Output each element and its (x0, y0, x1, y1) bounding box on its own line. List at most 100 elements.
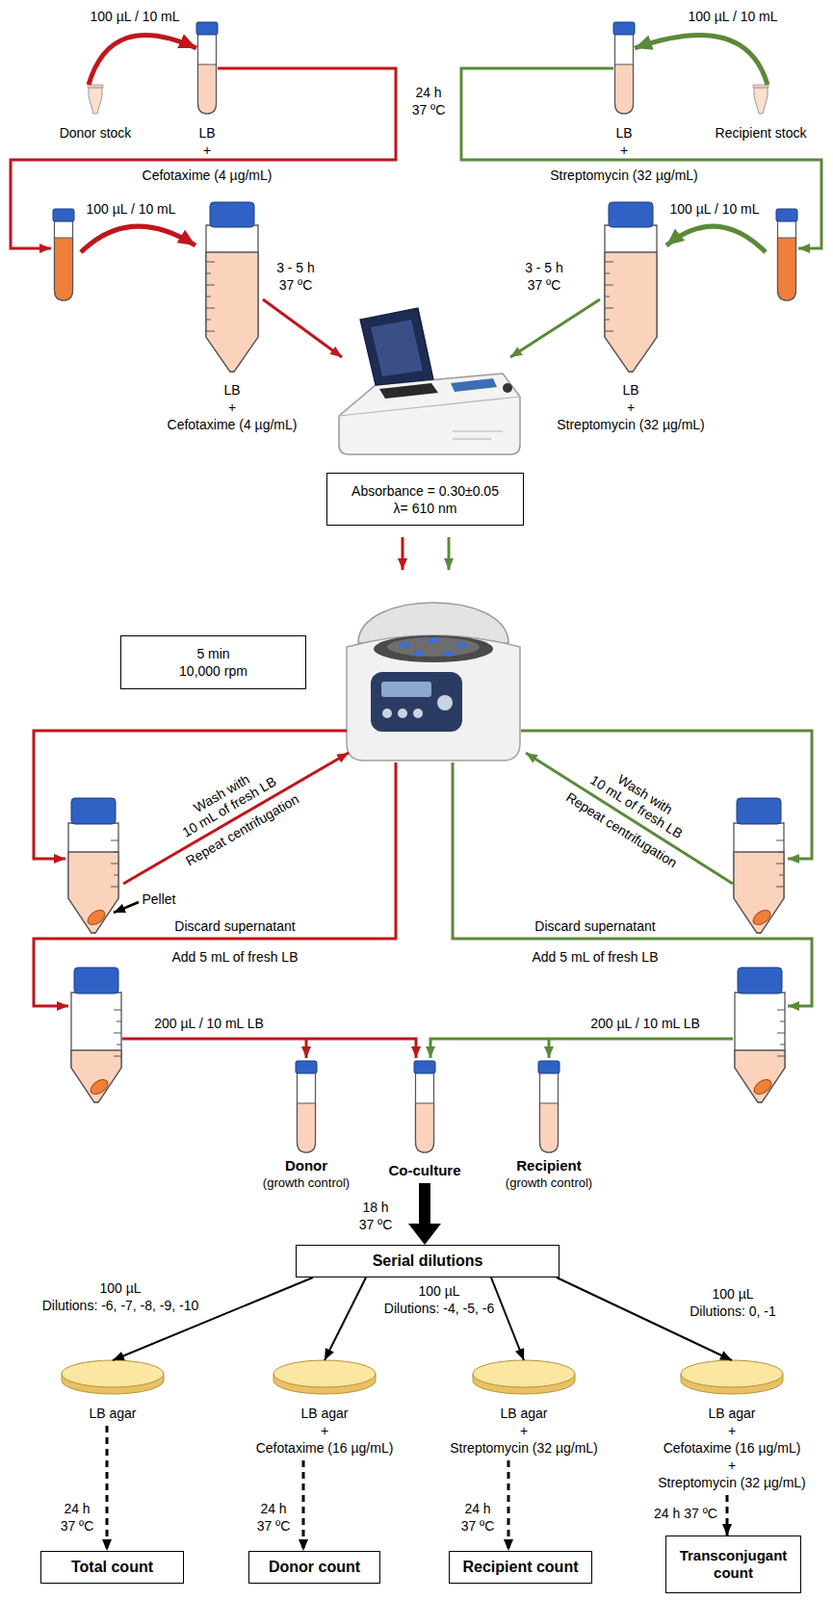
green-flow-line (430, 68, 822, 1059)
stock-tube: Donor stock (59, 84, 132, 142)
culture-tube (414, 1061, 436, 1153)
result-box: Recipient count (448, 1551, 593, 1585)
node-text: + (626, 398, 635, 417)
node-text: Co-culture (389, 1162, 462, 1180)
node-text: (growth control) (262, 1174, 350, 1193)
spectrophotometer (502, 383, 513, 393)
green-flow-line (525, 753, 733, 885)
centrifuge (427, 637, 440, 644)
annotation: Pellet (141, 890, 176, 909)
wash-tube (68, 798, 119, 934)
connector (105, 1426, 109, 1552)
spectrophotometer (452, 431, 503, 440)
annotation: 200 µL / 10 mL LB (154, 1015, 264, 1033)
red-flow-line (122, 1039, 417, 1059)
red-flow-line (262, 299, 342, 358)
node-text: Streptomycin (32 µg/mL) (657, 1474, 807, 1492)
annotation: Dilutions: 0, -1 (689, 1302, 776, 1321)
agar-plate (680, 1360, 783, 1395)
falcon-tube: LB+Cefotaxime (4 µg/mL) (167, 202, 298, 434)
centrifuge (370, 672, 463, 732)
agar-plate: LB agar+Cefotaxime (16 µg/mL) (256, 1360, 394, 1458)
annotation: + (620, 141, 628, 159)
node-text: LB agar (88, 1405, 136, 1423)
agar-plate (61, 1360, 164, 1395)
annotation: 3 - 5 h 37 ºC (272, 259, 319, 294)
falcon-tube (604, 202, 657, 372)
red-flow-line (33, 730, 347, 860)
spectrophotometer (360, 308, 434, 386)
spectrophotometer (379, 383, 439, 399)
annotation: Discard supernatant (534, 917, 655, 936)
node-text: LB (198, 124, 215, 142)
annotation: 100 µL / 10 mL (687, 7, 778, 26)
annotation: 100 µL / 10 mL (85, 200, 176, 218)
falcon-tube: LB+Streptomycin (32 µg/mL) (556, 202, 705, 434)
resuspended-tube (734, 967, 785, 1103)
annotation: 3 - 5 h 37 ºC (520, 259, 568, 294)
node-text: + (228, 398, 236, 417)
annotation: 24 h 37 ºC (653, 1505, 718, 1523)
connector (507, 1460, 511, 1552)
annotation: 100 µL (417, 1282, 460, 1301)
annotation: 100 µL (99, 1279, 141, 1298)
culture-tube: Recipient(growth control) (505, 1061, 593, 1193)
annotation: 100 µL / 10 mL (669, 200, 759, 218)
green-flow-line (430, 1039, 733, 1059)
node-text: LB agar (300, 1405, 348, 1423)
node-text: Total count (71, 1559, 154, 1577)
result-box: Total count (40, 1551, 184, 1585)
agar-plate: LB agar+Cefotaxime (16 µg/mL)+Streptomyc… (657, 1360, 807, 1492)
centrifuge (398, 642, 411, 649)
spectrophotometer (370, 319, 423, 377)
centrifuge (346, 635, 521, 761)
overnight-tube (776, 208, 798, 301)
node-text: LB agar (499, 1405, 547, 1423)
culture-tube (196, 22, 218, 114)
red-flow-line (305, 1039, 309, 1059)
culture-tube: LB (196, 22, 218, 142)
red-flow-line (401, 537, 405, 571)
stock-tube: Recipient stock (715, 84, 807, 142)
node-text: + (728, 1422, 736, 1440)
leader-arrow (113, 902, 139, 913)
spectrophotometer (338, 373, 521, 455)
node-text: 10,000 rpm (179, 662, 248, 680)
culture-tube (538, 1061, 560, 1153)
green-flow-line (510, 299, 600, 358)
connector (112, 1277, 313, 1361)
annotation: 24 h 37 ºC (56, 1500, 98, 1536)
green-flow-line (666, 226, 766, 253)
result-box: Transconjugant count (665, 1535, 802, 1594)
connector-layer (88, 34, 768, 1552)
node-text: Serial dilutions (372, 1252, 484, 1271)
green-flow-line (520, 730, 812, 860)
annotation: 100 µL / 10 mL (89, 7, 180, 26)
red-flow-line (123, 753, 349, 885)
centrifuge (382, 708, 392, 719)
centrifuge (456, 642, 469, 649)
annotation: Dilutions: -4, -5, -6 (384, 1300, 495, 1318)
connector (324, 1277, 366, 1361)
annotation: 100 µL (711, 1285, 754, 1303)
agar-plate: LB agar+Streptomycin (32 µg/mL) (449, 1360, 599, 1458)
wash-tube (733, 798, 784, 934)
agar-plate (472, 1360, 575, 1395)
node-text: LB (615, 124, 632, 142)
annotation: Cefotaxime (4 µg/mL) (142, 166, 273, 184)
stock-tube (87, 84, 104, 114)
connector (88, 34, 197, 85)
node-text: 5 min (196, 645, 230, 663)
connector (726, 1495, 729, 1536)
node-text: Recipient count (462, 1559, 578, 1577)
centrifuge (397, 708, 408, 719)
node-text: + (320, 1422, 329, 1440)
annotation: 24 h 37 ºC (457, 1500, 498, 1536)
node-text: + (728, 1457, 736, 1475)
stock-tube (753, 84, 769, 114)
node-text: Cefotaxime (4 µg/mL) (167, 416, 298, 434)
node-text: Donor count (268, 1559, 361, 1577)
green-flow-line (447, 537, 451, 571)
annotation: 200 µL / 10 mL LB (590, 1015, 701, 1033)
